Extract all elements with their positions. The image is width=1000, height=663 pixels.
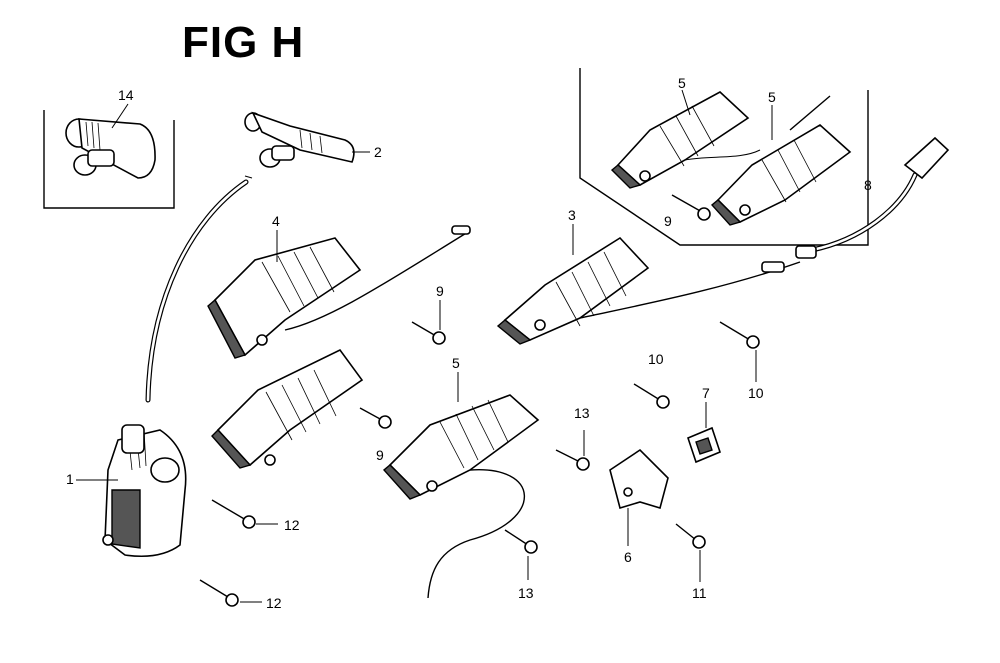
callout-1: 1 [66, 471, 74, 487]
callout-5-center: 5 [452, 355, 460, 371]
callout-12-upper: 12 [284, 517, 300, 533]
callout-6: 6 [624, 549, 632, 565]
callout-5-inset-b: 5 [768, 89, 776, 105]
part-6-bracket [609, 448, 669, 546]
bolt-13-upper [555, 430, 590, 471]
callout-9-inset: 9 [664, 213, 672, 229]
part-8-lead-wire [795, 136, 950, 259]
part-5-coil-inset-b [710, 95, 852, 226]
part-14-plug-cap [65, 103, 156, 179]
part-4-coil [207, 225, 471, 359]
callout-9-center: 9 [436, 283, 444, 299]
bolt-9-center [411, 300, 446, 345]
part-2-plug-cap [244, 111, 370, 179]
callout-10-right: 10 [748, 385, 764, 401]
callout-14: 14 [118, 87, 134, 103]
bolt-9-inset [671, 194, 711, 221]
bolt-12-upper [211, 499, 278, 529]
callout-labels: 14 2 4 3 5 5 5 8 9 9 9 10 10 7 13 13 1 1… [66, 75, 872, 611]
callout-12-lower: 12 [266, 595, 282, 611]
figure-title: FIG H [182, 18, 305, 67]
bolt-13-lower [504, 529, 538, 580]
ignition-cable [145, 179, 249, 403]
callout-7: 7 [702, 385, 710, 401]
bolt-11 [675, 523, 706, 582]
part-1-ignition-coil [76, 424, 187, 558]
callout-10-mid: 10 [648, 351, 664, 367]
bolt-10-mid [633, 383, 670, 409]
coil-lower-left [211, 348, 364, 469]
bolt-10-right [719, 321, 760, 382]
bolt-12-lower [199, 579, 262, 607]
callout-9-left: 9 [376, 447, 384, 463]
part-7-clip [687, 402, 721, 464]
callout-5-inset-a: 5 [678, 75, 686, 91]
callout-2: 2 [374, 144, 382, 160]
part-5-coil-inset-a [610, 89, 761, 189]
callout-13-lower: 13 [518, 585, 534, 601]
callout-13-upper: 13 [574, 405, 590, 421]
inset-frame-left [43, 110, 175, 209]
callout-11: 11 [692, 585, 707, 601]
part-3-coil [496, 224, 801, 345]
part-5-coil-center [382, 372, 540, 599]
callout-8: 8 [864, 177, 872, 193]
callout-4: 4 [272, 213, 280, 229]
bolt-9-left [359, 407, 392, 429]
callout-3: 3 [568, 207, 576, 223]
